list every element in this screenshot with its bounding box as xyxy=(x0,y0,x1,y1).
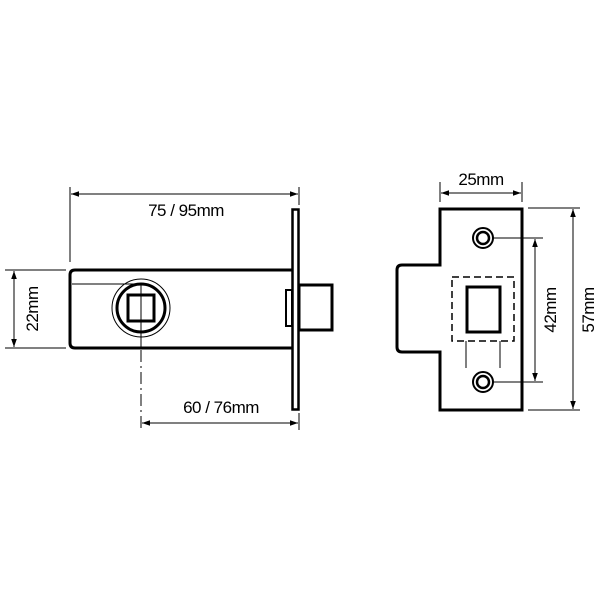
faceplate xyxy=(291,208,300,411)
box-keep-outline xyxy=(451,276,515,342)
plate-width-label: 25mm xyxy=(458,170,504,189)
latch-aperture xyxy=(465,285,502,334)
latch-bolt xyxy=(297,283,334,332)
strike-plate xyxy=(395,207,524,412)
backset-label: 60 / 76mm xyxy=(183,398,259,417)
screw-hole-top-icon xyxy=(472,227,494,249)
hole-centres-label: 42mm xyxy=(541,287,560,333)
body-height-label: 22mm xyxy=(23,286,42,332)
strike-plate-view: 25mm 42mm 57mm xyxy=(395,170,598,412)
latch-body xyxy=(68,268,292,350)
overall-length-label: 75 / 95mm xyxy=(148,201,224,220)
screw-hole-bottom-icon xyxy=(472,371,494,393)
latch-tab xyxy=(285,289,293,327)
plate-height-label: 57mm xyxy=(579,287,598,333)
latch-side-view: 75 / 95mm 22mm 60 / 76mm xyxy=(5,187,334,432)
